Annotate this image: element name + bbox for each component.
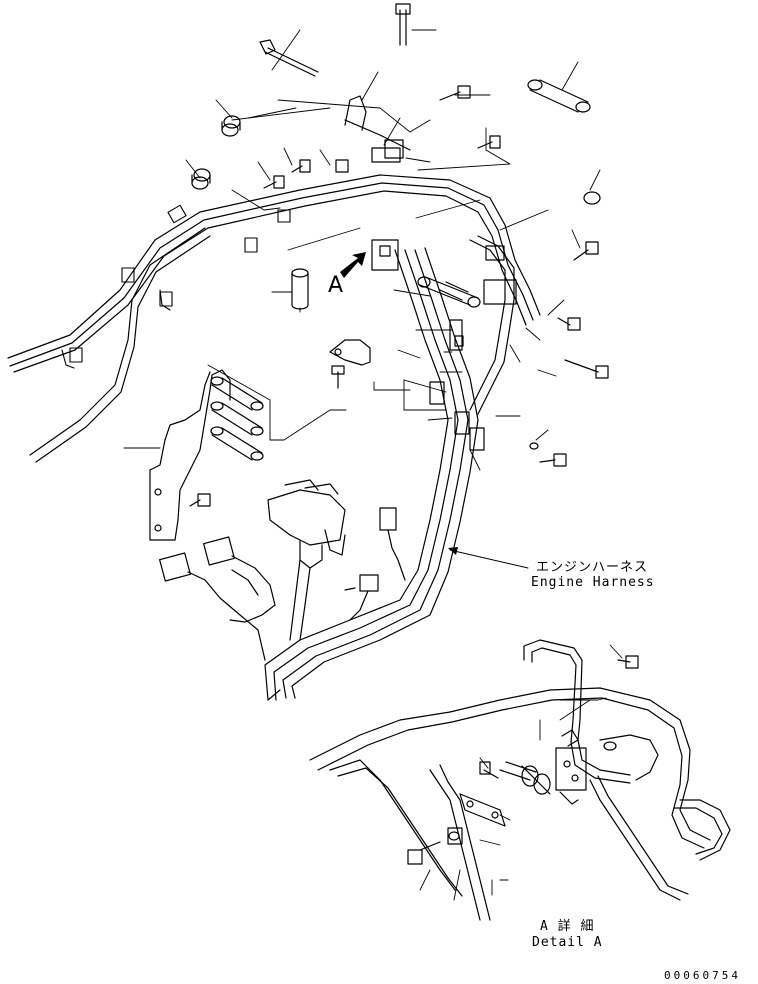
center-clamps: [371, 239, 517, 451]
detail-a-upper-loop: [523, 639, 659, 784]
small-connectors: [344, 507, 406, 621]
sensor-connectors: [158, 536, 276, 661]
right-branch: [469, 235, 515, 415]
spacer-collars: [210, 376, 264, 461]
harness-clips: [61, 204, 291, 369]
harness-label-japanese: エンジンハーネス: [536, 560, 649, 575]
detail-label-japanese: A 詳 細: [540, 919, 595, 934]
main-harness-left-drop: [29, 227, 211, 463]
view-marker-label: A: [328, 273, 344, 298]
bracket-leaders: [207, 364, 405, 441]
drawing-number: 00060754: [664, 969, 741, 982]
detail-a-clamp: [499, 729, 587, 805]
bolts: [189, 3, 609, 507]
harness-label-english: Engine Harness: [531, 575, 655, 590]
main-harness-upper: [7, 174, 541, 373]
spacer-a: [291, 268, 309, 310]
detail-a-harness: [309, 687, 731, 921]
detail-a-leaders: [419, 644, 623, 901]
detail-a-bolts: [407, 655, 639, 865]
main-harness-trunk: [264, 247, 479, 701]
view-arrow: [340, 252, 366, 278]
tubes-and-collars: [191, 79, 601, 301]
relay-connectors: [267, 479, 346, 641]
mounting-bracket: [149, 369, 231, 541]
detail-label-english: Detail A: [532, 935, 603, 950]
harness-arrow: [448, 547, 529, 569]
leader-lines: [123, 29, 601, 471]
p-clamp: [329, 339, 371, 366]
upper-clamps: [335, 95, 411, 173]
detail-a-plate: [459, 793, 506, 827]
